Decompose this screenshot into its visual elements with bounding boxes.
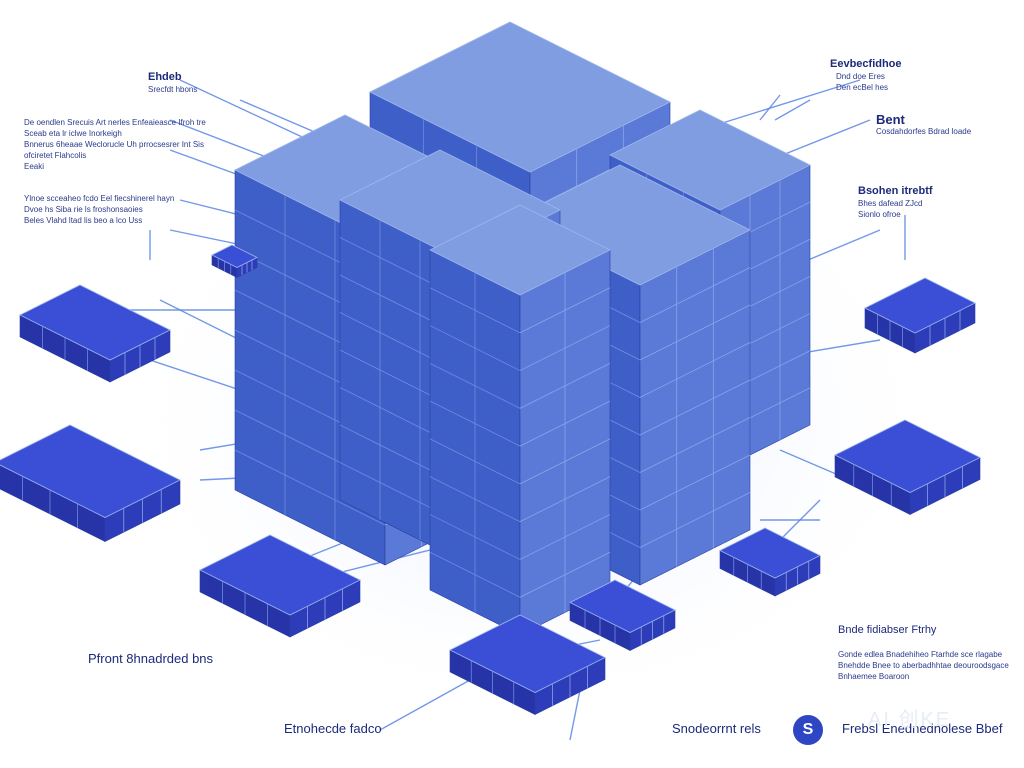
module-right-1 <box>864 277 976 354</box>
module-left-tiny <box>211 244 258 278</box>
label-title: Etnohecde fadco <box>284 721 382 736</box>
label-title: Eevbecfidhoe <box>830 58 902 70</box>
label-bottom-left: Pfront 8hnadrded bns <box>88 652 213 665</box>
label-line: Den ecBel hes <box>836 83 889 92</box>
label-title: Bsohen itrebtf <box>858 185 933 197</box>
label-line: Eeaki <box>24 162 45 171</box>
module-left-2 <box>0 424 181 542</box>
connector-line <box>759 94 781 121</box>
label-line: Beles Vlahd ltad lis beo a lco Uss <box>24 216 143 225</box>
module-bottom-left <box>199 534 361 638</box>
label-line: Dvoe hs Siba rie ls froshonsaoies <box>24 205 143 214</box>
label-title: Snodeorrnt rels <box>672 721 761 736</box>
label-top-right: Eevbecfidhoe Dnd doe Eres Den ecBel hes <box>830 58 902 93</box>
module-right-2 <box>834 419 981 515</box>
label-line: Gonde edlea Bnadehiheo Ftarhde sce rlaga… <box>838 650 1003 659</box>
label-line: Dnd doe Eres <box>836 72 885 81</box>
brand-logo-icon: S <box>793 715 823 745</box>
label-top-left: Ehdeb Srecfdt hbons <box>148 71 197 95</box>
label-right-mid2: Bsohen itrebtf Bhes dafead ZJcd Sionlo o… <box>858 185 933 220</box>
module-left-1 <box>19 284 171 383</box>
label-title: Frebsl Enednednolese Bbef <box>842 721 1003 736</box>
label-mid-left: De oendlen Srecuis Art nerles Enfeaieasc… <box>24 117 206 172</box>
connector-line <box>699 79 861 131</box>
label-line: De oendlen Srecuis Art nerles Enfeaieasc… <box>24 118 206 127</box>
label-bottom-mid: Etnohecde fadco <box>284 722 382 735</box>
label-line: Bnhaemee Boaroon <box>838 672 910 681</box>
label-line: ofciretet Flahcolis <box>24 151 87 160</box>
label-title: Pfront 8hnadrded bns <box>88 651 214 666</box>
label-line: Sionlo ofroe <box>858 210 901 219</box>
label-title: Bnde fidiabser Ftrhy <box>838 624 937 636</box>
module-bottom-small <box>569 579 676 651</box>
label-line: Bhes dafead ZJcd <box>858 199 923 208</box>
connector-line <box>379 679 471 731</box>
module-bottom-center <box>449 614 606 715</box>
module-right-small <box>719 527 821 597</box>
label-mid-right: Bent Cosdahdorfes Bdrad loade <box>876 113 971 137</box>
label-lower-right: Bnde fidiabser Ftrhy Gonde edlea Bnadehi… <box>838 624 1009 682</box>
connector-line <box>774 99 811 121</box>
label-title: Ehdeb <box>148 71 182 83</box>
label-line: Srecfdt hbons <box>148 85 198 94</box>
label-line: Bnehdde Bnee to aberbadhhtae deouroodsga… <box>838 661 1009 670</box>
label-bottom-right1: Snodeorrnt rels <box>672 722 761 735</box>
label-line: Bnnerus 6heaae Weclorucle Uh prrocsesrer… <box>24 140 204 149</box>
label-lower-left: Ylnoe scceaheo fcdo Eel fiecshinerel hay… <box>24 193 174 226</box>
watermark: AI 创KE <box>868 709 952 731</box>
label-line: Ylnoe scceaheo fcdo Eel fiecshinerel hay… <box>24 194 175 203</box>
connector-line <box>569 689 581 741</box>
label-line: Sceab eta lr iclwe Inorkeigh <box>24 129 122 138</box>
label-line: Cosdahdorfes Bdrad loade <box>876 127 972 136</box>
label-title: Bent <box>876 112 905 127</box>
label-bottom-right2: Frebsl Enednednolese Bbef <box>842 722 1002 735</box>
server-tower-front <box>429 204 611 636</box>
